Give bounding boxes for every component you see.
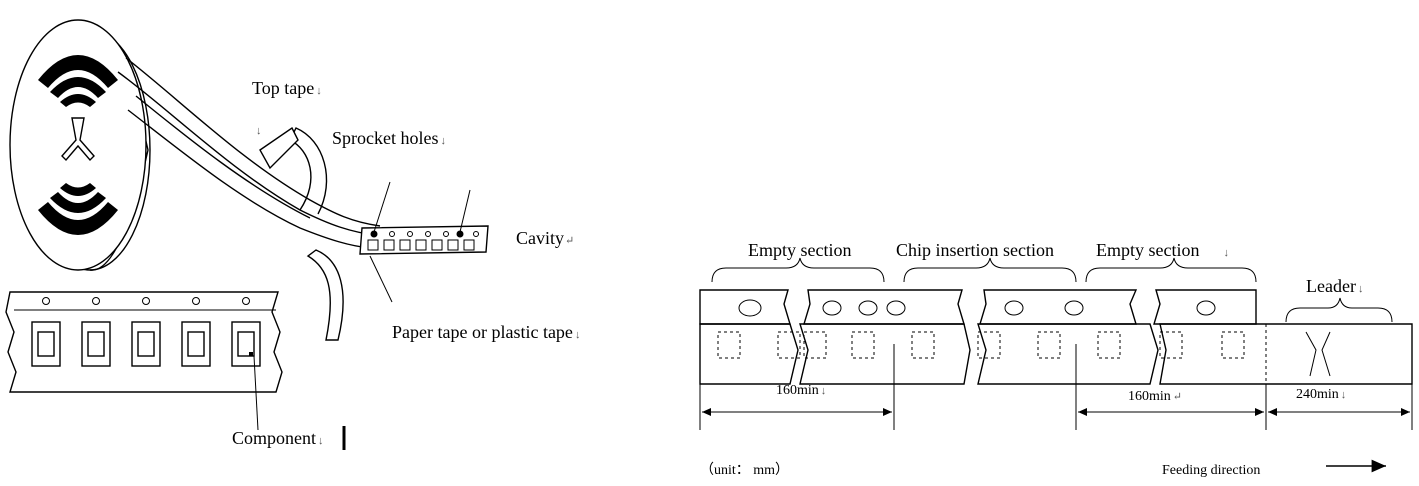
component-cavity — [231, 321, 261, 367]
label-component: Component↓ — [232, 428, 324, 448]
label-chip-insertion-section: Chip insertion section — [896, 240, 1054, 260]
feeding-direction-label: Feeding direction — [1162, 463, 1260, 478]
empty-cavity — [911, 331, 935, 359]
component-cavity — [181, 321, 211, 367]
reel-window-bottom — [38, 183, 118, 235]
component — [87, 331, 105, 357]
reel-window-top — [38, 55, 118, 107]
tape-sprocket-hole — [142, 297, 150, 305]
top-tape-end — [259, 126, 299, 170]
label-sprocket-holes: Sprocket holes↓ — [332, 128, 446, 148]
empty-cavity — [1221, 331, 1245, 359]
tape-sprocket-holes — [738, 299, 1216, 317]
component-polarity-mark — [249, 352, 253, 356]
component-leader — [253, 355, 259, 431]
dim-left: 160min↓ — [776, 383, 826, 398]
component-cavity — [31, 321, 61, 367]
empty-cavity — [717, 331, 741, 359]
tape-top-row — [699, 289, 1257, 325]
paper-tape-end — [306, 249, 344, 341]
component-tape — [5, 291, 283, 393]
unit-note: （unit： mm） — [700, 462, 789, 478]
tape-sprocket-hole — [42, 297, 50, 305]
empty-cavity — [1037, 331, 1061, 359]
tape-bottom-row — [699, 323, 1413, 385]
label-top-tape: Top tape↓ — [252, 78, 322, 98]
dim-leader: 240min↓ — [1296, 387, 1346, 402]
tape-ribbon — [117, 57, 381, 341]
label-empty-section-right: Empty section↓ — [1096, 240, 1229, 260]
reel — [9, 19, 151, 271]
dimension-lines — [699, 344, 1413, 430]
tape-sprocket-hole — [242, 297, 250, 305]
tape-sprocket-hole — [92, 297, 100, 305]
label-cavity: Cavity↵ — [516, 228, 574, 248]
component — [237, 331, 255, 357]
label-paper-tape: Paper tape or plastic tape↓ — [392, 322, 580, 342]
carrier-tape-strip — [359, 225, 489, 255]
component — [137, 331, 155, 357]
tape-sprocket-hole — [192, 297, 200, 305]
component-cavity — [131, 321, 161, 367]
stray-mark: ↓ — [256, 125, 262, 137]
component — [37, 331, 55, 357]
empty-cavity — [851, 331, 875, 359]
dim-right: 160min↵ — [1128, 389, 1182, 404]
reel-hub — [61, 117, 95, 162]
component — [187, 331, 205, 357]
label-empty-section-left: Empty section — [748, 240, 851, 260]
empty-cavity — [1097, 331, 1121, 359]
section-braces — [711, 257, 1393, 323]
component-cavity — [81, 321, 111, 367]
sprocket-leader-1 — [373, 181, 391, 233]
sprocket-leader-2 — [459, 189, 471, 233]
paper-tape-leader — [369, 255, 393, 303]
label-leader: Leader↓ — [1306, 276, 1363, 296]
